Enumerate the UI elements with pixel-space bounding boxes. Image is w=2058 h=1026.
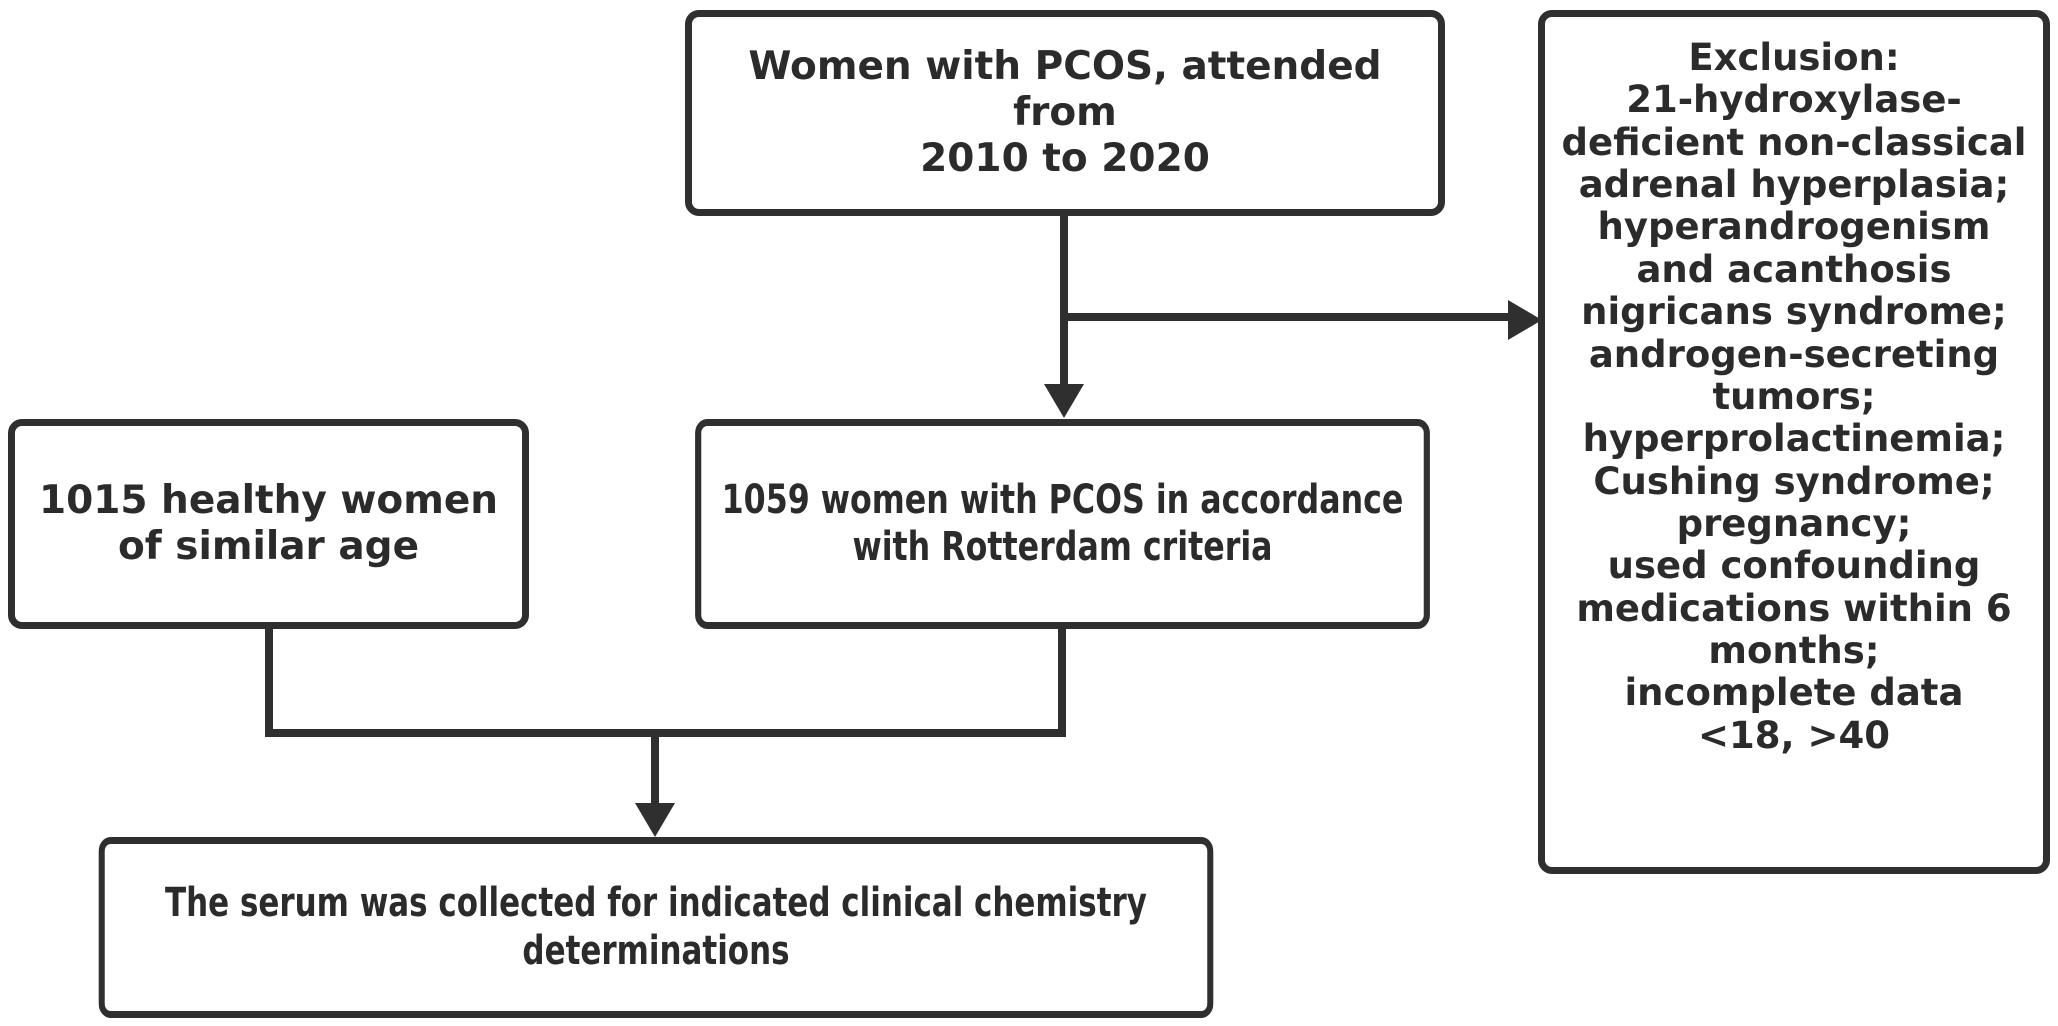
connector-join-bar <box>265 729 1066 737</box>
arrowhead-down-icon <box>635 803 675 837</box>
node-healthy-controls: 1015 healthy women of similar age <box>8 419 529 629</box>
connector-healthy-down <box>265 629 273 733</box>
arrowhead-right-icon <box>1508 300 1542 340</box>
connector-rotterdam-down <box>1058 629 1066 733</box>
node-serum-collection: The serum was collected for indicated cl… <box>98 837 1214 1018</box>
connector-top-trunk <box>1060 216 1068 386</box>
node-women-with-pcos: Women with PCOS, attended from 2010 to 2… <box>685 10 1445 216</box>
connector-to-exclusion <box>1060 313 1520 321</box>
node-pcos-rotterdam: 1059 women with PCOS in accordance with … <box>695 419 1430 629</box>
connector-serum-down <box>651 729 659 807</box>
arrowhead-down-icon <box>1044 384 1084 418</box>
node-exclusion-criteria: Exclusion: 21-hydroxylase- deficient non… <box>1538 10 2050 874</box>
